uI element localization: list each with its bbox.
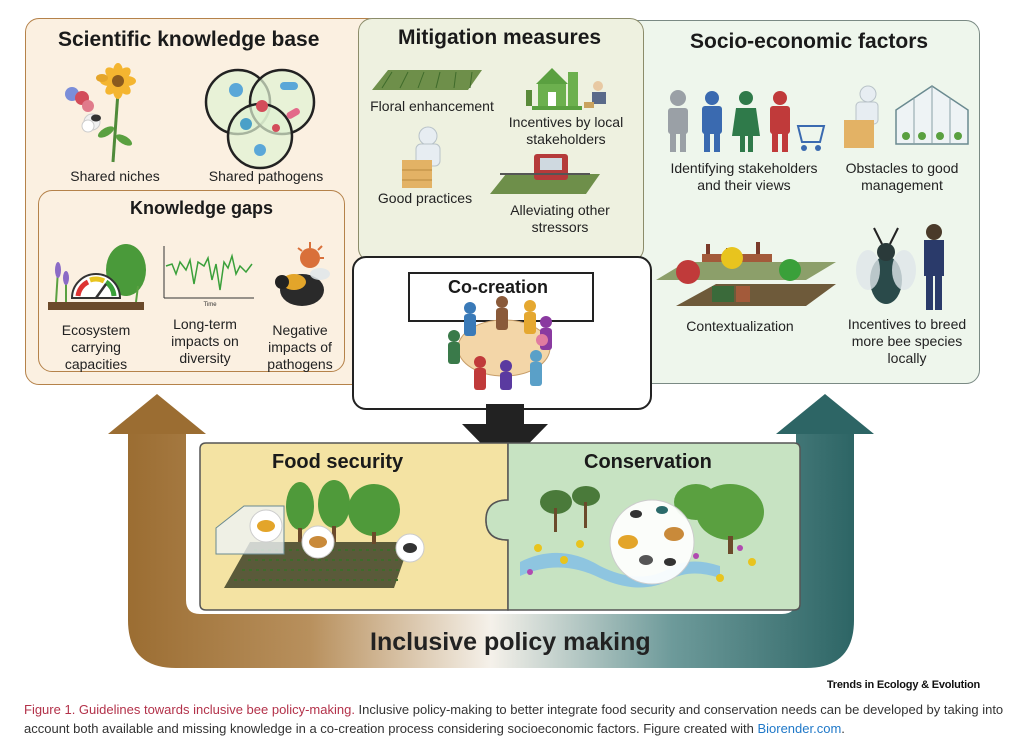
- ecosystem-gauge-icon: [48, 244, 146, 310]
- policy-title: Inclusive policy making: [370, 628, 651, 656]
- shared-niches-label: Shared niches: [70, 168, 160, 184]
- farm-scene-icon: [215, 480, 425, 588]
- caption-end: .: [841, 721, 845, 736]
- incentives-label: Incentives by local stakeholders: [508, 114, 624, 147]
- obstacles-label: Obstacles to good management: [845, 160, 959, 193]
- breed-label: Incentives to breed more bee species loc…: [847, 316, 967, 366]
- figure-caption: Figure 1. Guidelines towards inclusive b…: [24, 700, 1004, 738]
- beekeeper-icon: [402, 126, 441, 188]
- identifying-label: Identifying stakeholders and their views: [670, 160, 818, 193]
- stakeholders-icon: [668, 90, 826, 152]
- stakeholders-table-icon: [448, 296, 552, 390]
- negative-label: Negative impacts of pathogens: [267, 322, 333, 372]
- bee-breeder-icon: [856, 224, 944, 310]
- shared-pathogens-label: Shared pathogens: [208, 168, 324, 184]
- caption-body: Inclusive policy-making to better integr…: [24, 702, 1004, 736]
- contextualization-label: Contextualization: [686, 318, 794, 334]
- socio-title: Socio-economic factors: [690, 30, 929, 53]
- greenhouse-icon: [844, 85, 969, 148]
- pathogens-venn-icon: [204, 68, 316, 170]
- caption-title: Figure 1. Guidelines towards inclusive b…: [24, 702, 355, 717]
- barn-farmer-icon: [526, 68, 606, 110]
- alleviating-label: Alleviating other stressors: [510, 202, 610, 235]
- nature-scene-icon: [520, 484, 764, 588]
- socio-economic-panel: [616, 20, 980, 384]
- longterm-label: Long-term impacts on diversity: [171, 316, 239, 366]
- biorender-link[interactable]: Biorender.com: [757, 721, 842, 736]
- sick-bee-icon: [275, 242, 330, 306]
- floral-field-icon: [372, 70, 482, 90]
- ecosystem-label: Ecosystem carrying capacities: [61, 322, 131, 372]
- food-security-title: Food security: [272, 451, 404, 473]
- scientific-title: Scientific knowledge base: [58, 28, 320, 51]
- gaps-title: Knowledge gaps: [130, 198, 274, 218]
- chart-time-label: Time: [203, 302, 217, 308]
- mitigation-title: Mitigation measures: [398, 26, 602, 49]
- floral-label: Floral enhancement: [370, 98, 494, 114]
- conservation-title: Conservation: [584, 451, 712, 473]
- diversity-chart-icon: Time: [163, 246, 254, 308]
- tractor-sprayer-icon: [490, 154, 600, 194]
- cocreation-title: Co-creation: [448, 277, 549, 297]
- context-landscape-icon: [656, 242, 836, 306]
- good-practices-label: Good practices: [377, 190, 473, 206]
- mitigation-panel: [358, 18, 644, 262]
- sunflower-icon: [65, 63, 136, 163]
- journal-name: Trends in Ecology & Evolution: [826, 679, 980, 691]
